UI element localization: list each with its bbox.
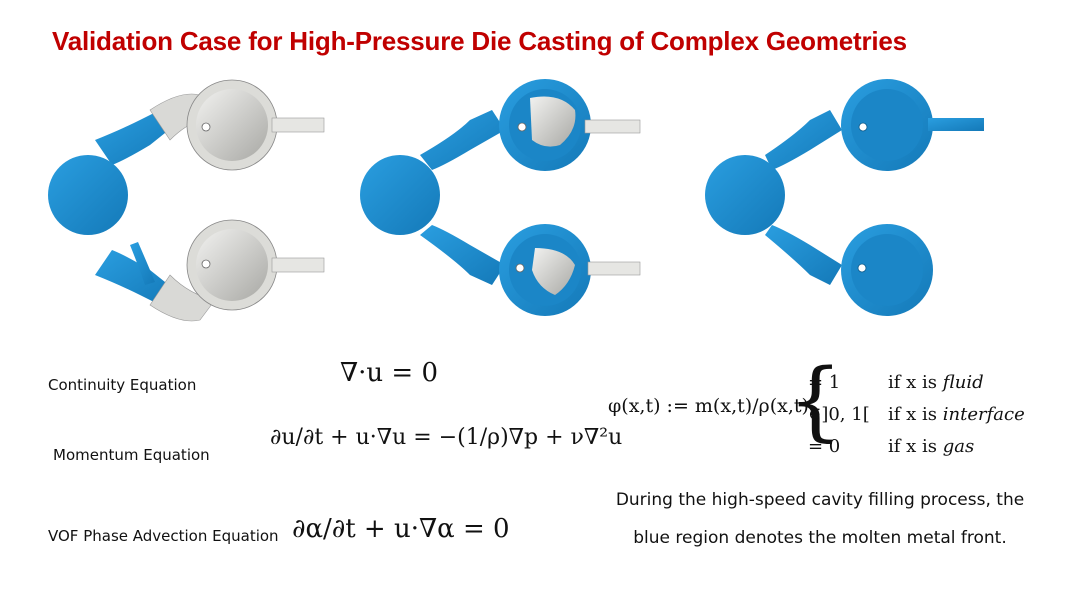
page-title: Validation Case for High-Pressure Die Ca… bbox=[52, 26, 907, 56]
phase-case-interface: ∈]0, 1[ if x is interface bbox=[808, 403, 1025, 425]
casting-frame-3 bbox=[705, 79, 984, 316]
vof-equation: ∂α/∂t + u·∇α = 0 bbox=[292, 514, 510, 544]
continuity-label: Continuity Equation bbox=[48, 376, 197, 394]
description-line-1: During the high-speed cavity filling pro… bbox=[615, 490, 1025, 510]
momentum-label: Momentum Equation bbox=[53, 446, 210, 464]
vof-label: VOF Phase Advection Equation bbox=[48, 527, 279, 545]
description-line-2: blue region denotes the molten metal fro… bbox=[633, 528, 1007, 548]
phase-brace: { bbox=[788, 351, 843, 451]
casting-frame-1 bbox=[48, 79, 325, 322]
phase-field-definition: φ(x,t) := m(x,t)/ρ(x,t) bbox=[608, 395, 809, 417]
casting-frame-2 bbox=[360, 79, 641, 316]
phase-case-gas: = 0 if x is gas bbox=[808, 435, 975, 457]
momentum-equation: ∂u/∂t + u·∇u = −(1/ρ)∇p + ν∇²u bbox=[270, 425, 623, 450]
phase-case-fluid: = 1 if x is fluid bbox=[808, 371, 984, 393]
casting-simulation-frames bbox=[48, 79, 984, 322]
continuity-equation: ∇·u = 0 bbox=[340, 358, 439, 388]
phase-cases: = 1 if x is fluid ∈]0, 1[ if x is interf… bbox=[808, 366, 1068, 462]
